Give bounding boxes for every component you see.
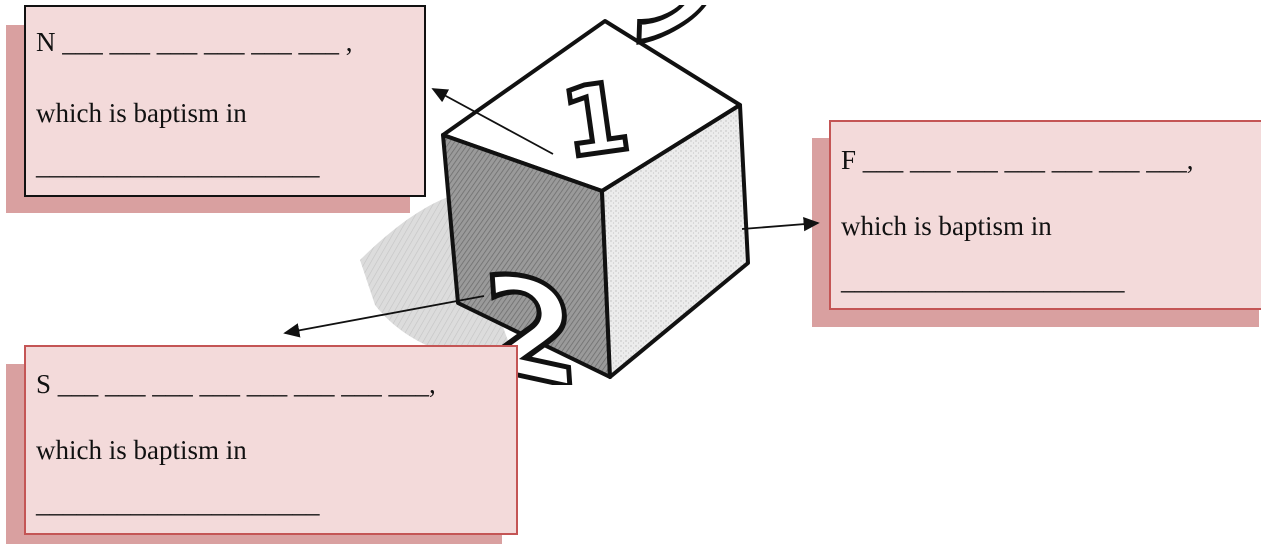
box-f-label: which is baptism in [841, 213, 1052, 240]
box-f-heading: F ___ ___ ___ ___ ___ ___ ___, [841, 147, 1194, 174]
box-s: S ___ ___ ___ ___ ___ ___ ___ ___, which… [24, 345, 518, 535]
box-s-label: which is baptism in [36, 437, 247, 464]
box-n-heading: N ___ ___ ___ ___ ___ ___ , [36, 29, 353, 56]
arrow-to-box-s [285, 296, 484, 333]
box-n-label: which is baptism in [36, 100, 247, 127]
box-s-heading: S ___ ___ ___ ___ ___ ___ ___ ___, [36, 371, 436, 398]
box-f: F ___ ___ ___ ___ ___ ___ ___, which is … [829, 120, 1261, 310]
box-f-answer-blank: _____________________ [841, 267, 1125, 294]
box-n: N ___ ___ ___ ___ ___ ___ , which is bap… [24, 5, 426, 197]
arrow-to-box-f [742, 223, 818, 229]
arrow-to-box-n [433, 89, 553, 154]
box-s-answer-blank: _____________________ [36, 490, 320, 517]
box-n-answer-blank: _____________________ [36, 152, 320, 179]
